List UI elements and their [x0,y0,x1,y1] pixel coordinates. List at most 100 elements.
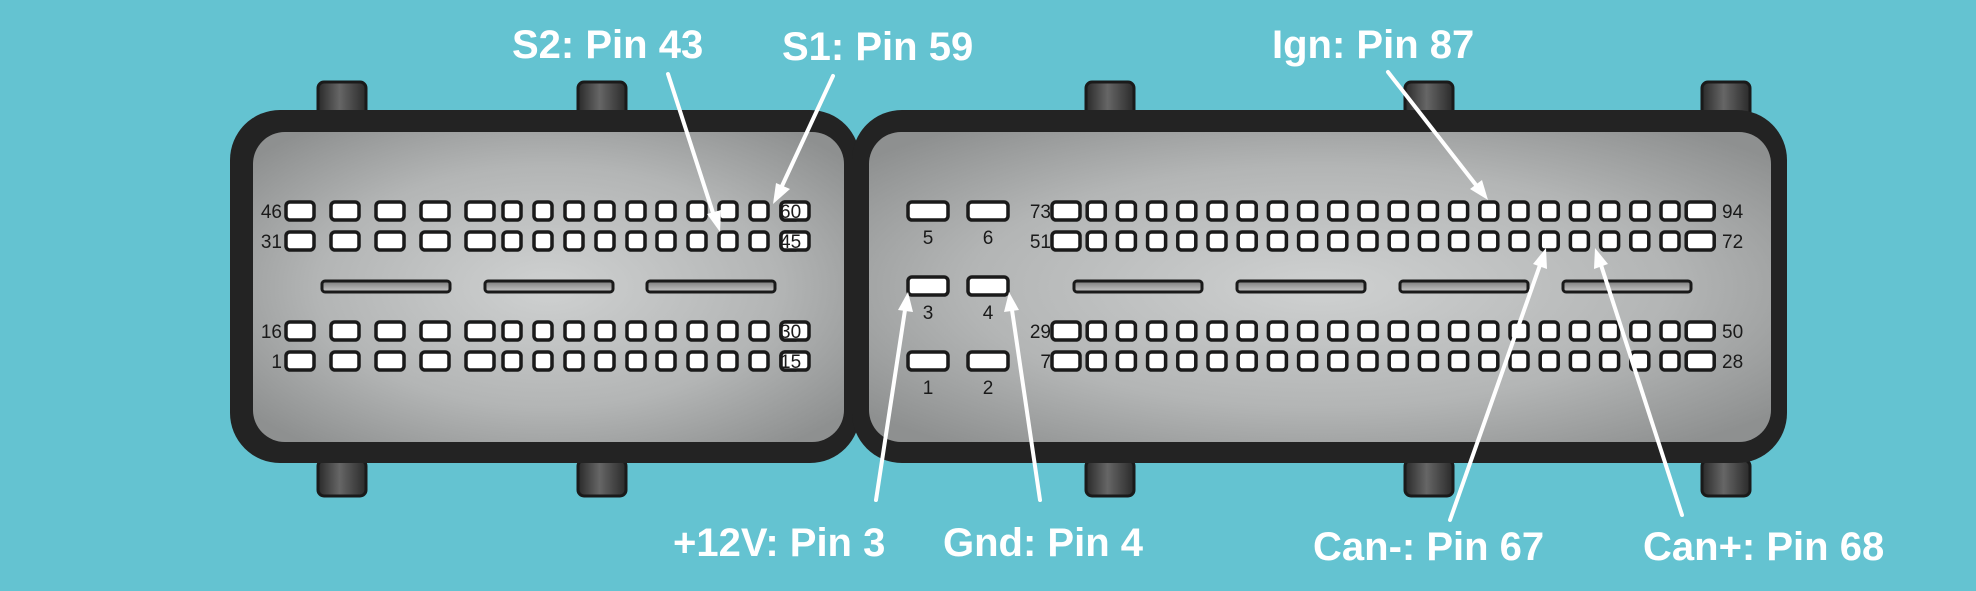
pin [625,350,647,372]
callout-ign: Ign: Pin 87 [1272,23,1474,67]
row-label: 1 [271,352,282,373]
power-pin-label: 2 [983,378,994,399]
pin [655,320,677,342]
pin [594,320,616,342]
power-pin-label: 3 [923,303,934,324]
pin [284,200,316,222]
pin [1629,200,1651,222]
pin [594,200,616,222]
pin [1387,350,1409,372]
row-label: 30 [780,322,801,343]
right-pin-grid [1050,200,1716,372]
pin [1447,320,1470,342]
pin [655,350,677,372]
pin [1508,200,1530,222]
pin [419,200,451,222]
pin [1478,350,1500,372]
pin [419,350,451,372]
pin [1478,200,1500,222]
pin [1598,200,1621,222]
pin [1478,320,1500,342]
pin [1327,350,1349,372]
pin [686,350,708,372]
power-pin [906,200,950,222]
pin [1478,230,1500,252]
pin [563,320,585,342]
row-label: 31 [261,232,282,253]
callout-can-plus: Can+: Pin 68 [1643,525,1884,569]
pin [284,320,316,342]
power-pin-label: 1 [923,378,934,399]
pin [532,320,554,342]
pin [464,230,496,252]
callout-s1: S1: Pin 59 [782,25,973,69]
pin [329,320,361,342]
pin [532,350,554,372]
pin [1629,230,1651,252]
pin [717,350,739,372]
pin [1387,320,1409,342]
pin [1115,320,1138,342]
pin [563,200,585,222]
pin [1115,350,1138,372]
callout-v12: +12V: Pin 3 [673,521,885,565]
pin [501,200,523,222]
pin [1684,230,1716,252]
pin [625,200,647,222]
power-pin [906,275,950,297]
power-pin [966,275,1010,297]
pin [1417,320,1440,342]
pin [284,350,316,372]
row-label: 29 [1030,322,1051,343]
pin [655,200,677,222]
power-pin-label: 5 [923,228,934,249]
pin [1236,200,1258,222]
mounting-tab [1403,458,1455,498]
pin [625,320,647,342]
pin [1176,350,1198,372]
pin [1085,200,1107,222]
mounting-tab [576,458,628,498]
pin [594,230,616,252]
pin [1085,230,1107,252]
power-pin [966,200,1010,222]
pin [1659,320,1681,342]
arrow-can-minus [1448,248,1547,522]
pin [1296,350,1319,372]
pin [717,320,739,342]
pin [1327,320,1349,342]
right-slots [1072,279,1693,294]
row-label: 7 [1040,352,1051,373]
pin [1508,350,1530,372]
pin [686,320,708,342]
mounting-tab [316,458,368,498]
pin [1145,200,1168,222]
pin [686,230,708,252]
pin [1236,350,1258,372]
pin [419,230,451,252]
row-label: 73 [1030,202,1051,223]
row-label: 16 [261,322,282,343]
row-label: 28 [1722,352,1743,373]
pin [1684,200,1716,222]
pin [1176,200,1198,222]
row-label: 72 [1722,232,1743,253]
pin [1447,200,1470,222]
pin [501,320,523,342]
pin [1176,320,1198,342]
row-label: 50 [1722,322,1743,343]
pin [374,350,406,372]
pin [1296,200,1319,222]
pin [1236,230,1258,252]
power-pin [966,350,1010,372]
arrow-v12 [874,292,913,502]
pin [748,320,770,342]
pin [329,200,361,222]
arrow-can-plus [1594,248,1684,517]
pin [1417,230,1440,252]
pin [1085,350,1107,372]
pin [1538,200,1560,222]
arrow-gnd [1004,292,1042,502]
